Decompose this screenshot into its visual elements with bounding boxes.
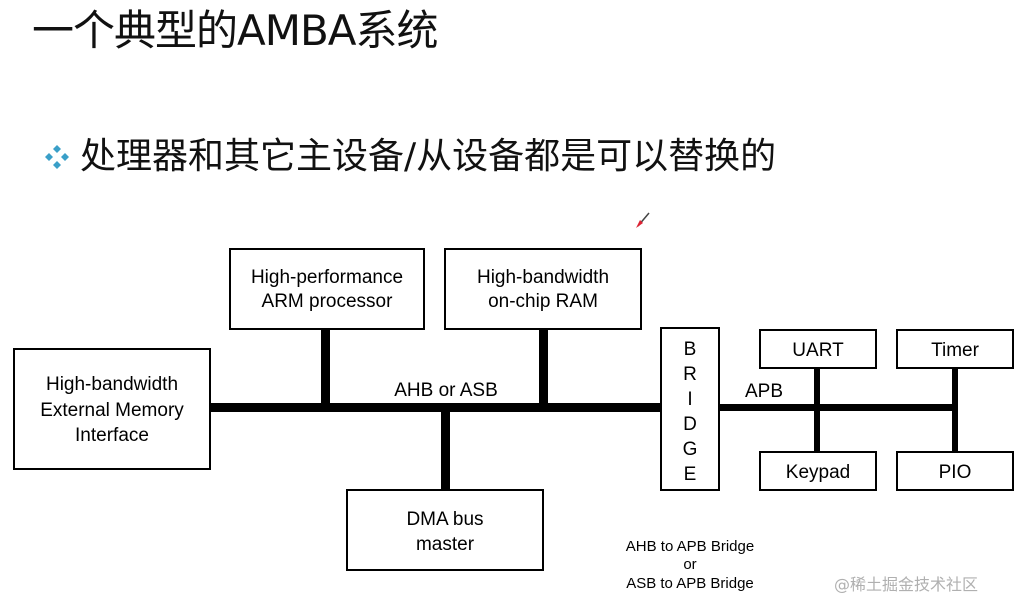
external-memory-box [13, 348, 211, 470]
pen-cursor-icon [636, 212, 650, 228]
uart-keypad-connector [814, 368, 820, 452]
bridge-note-line2: or [683, 556, 696, 573]
bridge-letter-d: D [683, 414, 697, 435]
bridge-note-line1: AHB to APB Bridge [626, 538, 754, 555]
processor-label-line2: ARM processor [262, 291, 394, 312]
bridge-letter-g: G [683, 439, 698, 460]
pio-label: PIO [939, 462, 972, 483]
processor-connector [321, 328, 330, 406]
bridge-box [660, 327, 720, 491]
bridge-letter-i: I [687, 389, 692, 410]
ext-mem-label-line3: Interface [75, 425, 149, 446]
ahb-bus-label: AHB or ASB [394, 380, 498, 401]
watermark: @稀土掘金技术社区 [834, 575, 979, 594]
bullet-text: 处理器和其它主设备/从设备都是可以替换的 [80, 136, 777, 177]
ext-mem-label-line1: High-bandwidth [46, 374, 178, 395]
keypad-box [759, 451, 877, 491]
bridge-note-line3: ASB to APB Bridge [626, 575, 754, 592]
ram-label-line1: High-bandwidth [477, 267, 609, 288]
bridge-letter-r: R [683, 364, 697, 385]
uart-label: UART [792, 340, 844, 361]
apb-bus-label: APB [745, 381, 783, 402]
dma-label-line2: master [416, 534, 475, 555]
pio-box [896, 451, 1014, 491]
ram-label-line2: on-chip RAM [488, 291, 598, 312]
processor-box [229, 248, 425, 330]
timer-label: Timer [931, 340, 980, 361]
dma-master-box [346, 489, 544, 571]
bridge-letter-b: B [684, 339, 697, 360]
keypad-label: Keypad [786, 462, 850, 483]
bridge-letter-e: E [684, 464, 697, 485]
ram-box [444, 248, 642, 330]
dma-label-line1: DMA bus [406, 509, 483, 530]
ahb-bus-line [210, 403, 662, 412]
timer-pio-connector [952, 368, 958, 452]
apb-bus-line [719, 404, 957, 411]
ram-connector [539, 328, 548, 406]
timer-box [896, 329, 1014, 369]
dma-connector [441, 408, 450, 490]
bullet-point: 处理器和其它主设备/从设备都是可以替换的 [42, 134, 776, 180]
diamond-bullet-icon [45, 145, 69, 169]
uart-box [759, 329, 877, 369]
ext-mem-label-line2: External Memory [40, 400, 184, 421]
processor-label-line1: High-performance [251, 267, 403, 288]
page-title: 一个典型的AMBA系统 [32, 6, 439, 55]
